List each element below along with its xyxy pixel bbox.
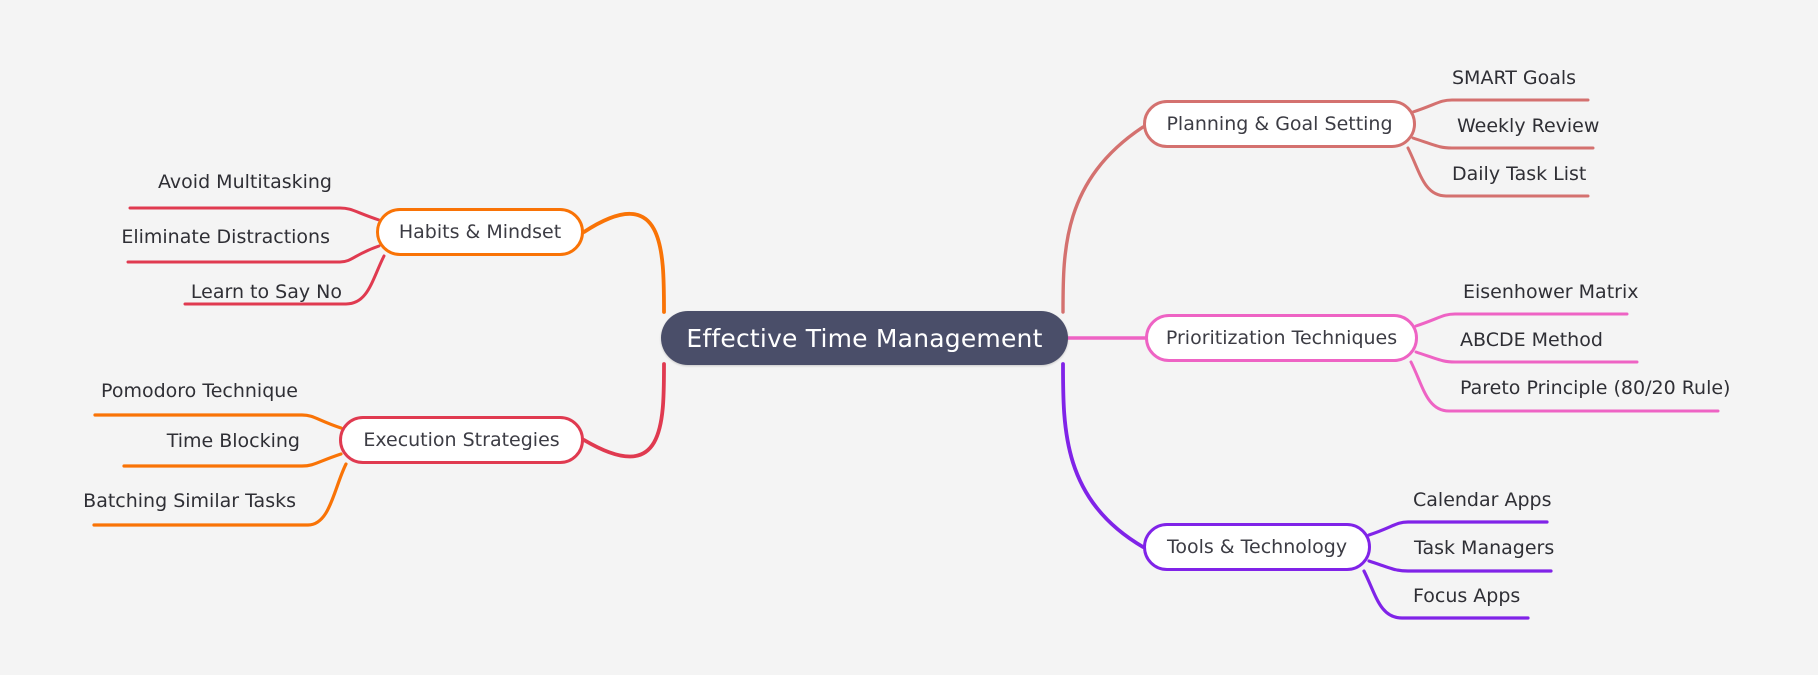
leaf-node-avoid-multitasking-label: Avoid Multitasking <box>158 171 332 193</box>
edge-root-tools <box>1061 362 1145 549</box>
branch-node-prioritization[interactable]: Prioritization Techniques <box>1145 314 1418 362</box>
leaf-node-abcde-method[interactable]: ABCDE Method <box>1460 325 1760 355</box>
leaf-node-smart-goals-label: SMART Goals <box>1452 67 1577 89</box>
leaf-node-calendar-apps-label: Calendar Apps <box>1413 489 1552 511</box>
leaf-node-abcde-method-label: ABCDE Method <box>1460 329 1603 351</box>
branch-node-execution[interactable]: Execution Strategies <box>339 416 584 464</box>
leaf-node-eliminate-distractions-label: Eliminate Distractions <box>121 226 330 248</box>
branch-node-prioritization-label: Prioritization Techniques <box>1165 327 1398 349</box>
leaf-node-pareto-principle[interactable]: Pareto Principle (80/20 Rule) <box>1460 373 1800 403</box>
leaf-node-pomodoro-technique[interactable]: Pomodoro Technique <box>46 376 298 406</box>
leaf-node-focus-apps-label: Focus Apps <box>1413 585 1521 607</box>
leaf-node-task-managers[interactable]: Task Managers <box>1414 533 1674 563</box>
leaf-node-learn-to-say-no[interactable]: Learn to Say No <box>90 277 342 307</box>
leaf-node-time-blocking-label: Time Blocking <box>166 430 300 452</box>
root-node[interactable]: Effective Time Management <box>661 311 1068 365</box>
leaf-node-eisenhower-matrix-label: Eisenhower Matrix <box>1463 281 1639 303</box>
leaf-node-task-managers-label: Task Managers <box>1414 537 1555 559</box>
edge-root-execution <box>582 362 666 459</box>
branch-node-habits[interactable]: Habits & Mindset <box>376 208 584 256</box>
edge-habits-leaf-0 <box>128 206 381 222</box>
leaf-node-avoid-multitasking[interactable]: Avoid Multitasking <box>80 167 332 197</box>
branch-node-planning-label: Planning & Goal Setting <box>1166 113 1393 135</box>
leaf-node-daily-task-list-label: Daily Task List <box>1452 163 1587 185</box>
leaf-node-daily-task-list[interactable]: Daily Task List <box>1452 159 1712 189</box>
branch-node-planning[interactable]: Planning & Goal Setting <box>1143 100 1416 148</box>
leaf-node-learn-to-say-no-label: Learn to Say No <box>190 281 342 303</box>
leaf-node-pomodoro-technique-label: Pomodoro Technique <box>101 380 298 402</box>
leaf-node-batching-similar-tasks-label: Batching Similar Tasks <box>83 490 296 512</box>
leaf-node-pareto-principle-label: Pareto Principle (80/20 Rule) <box>1460 377 1731 399</box>
branch-node-habits-label: Habits & Mindset <box>398 221 562 243</box>
leaf-node-time-blocking[interactable]: Time Blocking <box>48 426 300 456</box>
leaf-node-batching-similar-tasks[interactable]: Batching Similar Tasks <box>44 486 296 516</box>
leaf-node-focus-apps[interactable]: Focus Apps <box>1413 581 1673 611</box>
leaf-node-eliminate-distractions[interactable]: Eliminate Distractions <box>78 222 330 252</box>
leaf-node-calendar-apps[interactable]: Calendar Apps <box>1413 485 1673 515</box>
leaf-node-smart-goals[interactable]: SMART Goals <box>1452 63 1712 93</box>
root-node-label: Effective Time Management <box>686 323 1043 353</box>
leaf-node-weekly-review[interactable]: Weekly Review <box>1457 111 1717 141</box>
branch-node-execution-label: Execution Strategies <box>363 429 560 451</box>
edge-root-habits <box>582 211 666 314</box>
leaf-node-weekly-review-label: Weekly Review <box>1457 115 1600 137</box>
leaf-node-eisenhower-matrix[interactable]: Eisenhower Matrix <box>1463 277 1763 307</box>
branch-node-tools[interactable]: Tools & Technology <box>1143 523 1371 571</box>
branch-node-tools-label: Tools & Technology <box>1166 536 1348 558</box>
edge-root-planning <box>1061 125 1145 314</box>
